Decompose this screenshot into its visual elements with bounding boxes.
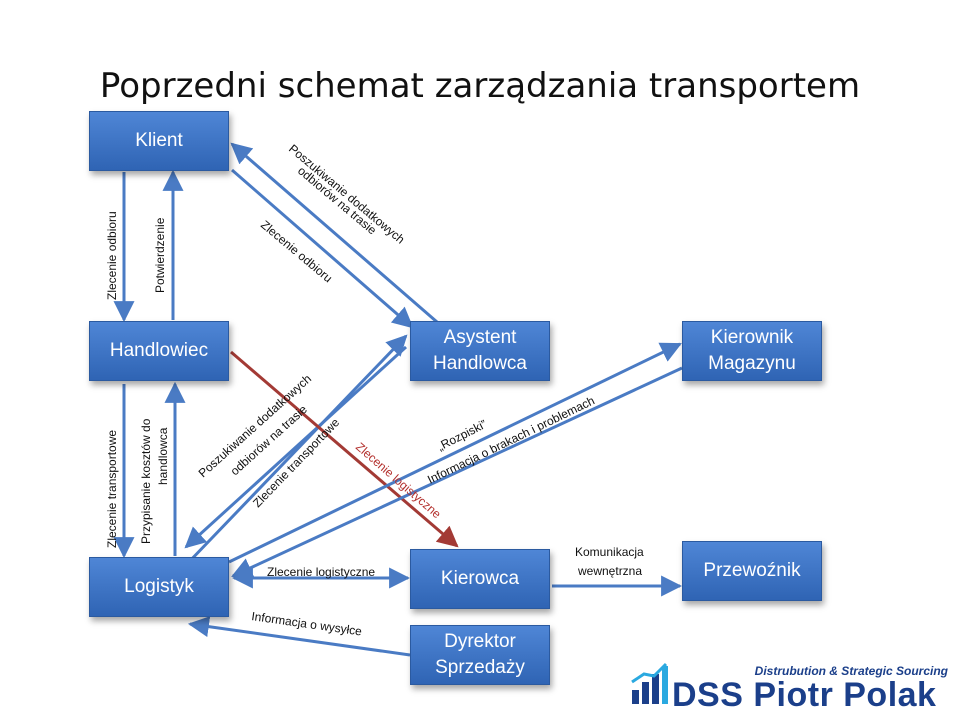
arrow-poszukiwanie-top: [230, 142, 438, 324]
label-komunikacja-1: Komunikacja: [575, 545, 644, 559]
label-komunikacja-2: wewnętrzna: [577, 564, 642, 578]
node-asystent: Asystent Handlowca: [410, 321, 550, 381]
node-logistyk-label: Logistyk: [124, 576, 194, 598]
node-klient-label: Klient: [135, 130, 183, 152]
node-dyrektor: Dyrektor Sprzedaży: [410, 625, 550, 685]
label-poszukiwanie-top-1: Poszukiwanie dodatkowych: [286, 142, 407, 247]
arrow-informacja-braki: [231, 366, 683, 578]
arrow-zlecenie-logistyczne-red: [230, 350, 459, 548]
node-klient: Klient: [89, 111, 229, 171]
arrow-zlecenie-transportowe-diag: [184, 334, 408, 567]
node-kierowca: Kierowca: [410, 549, 550, 609]
node-handlowiec: Handlowiec: [89, 321, 229, 381]
label-przypisanie-1: Przypisanie kosztów do: [139, 418, 153, 544]
arrow-informacja-wysylka: [187, 616, 411, 657]
node-handlowiec-label: Handlowiec: [109, 340, 209, 362]
label-zlecenie-transportowe-diag: Zlecenie transportowe: [250, 415, 342, 510]
label-zlecenie-transportowe-left: Zlecenie transportowe: [105, 430, 119, 548]
arrow-poszukiwanie-mid: [184, 345, 408, 549]
logo-tagline: Distrubution & Strategic Sourcing: [754, 664, 948, 678]
label-zlecenie-logistyczne: Zlecenie logistyczne: [267, 565, 375, 579]
node-kierownik: Kierownik Magazynu: [682, 321, 822, 381]
node-przewoznik-label: Przewoźnik: [703, 560, 801, 582]
dss-logo-icon: [631, 662, 668, 704]
node-kierowca-label: Kierowca: [440, 568, 520, 590]
node-logistyk: Logistyk: [89, 557, 229, 617]
logo-name: DSS Piotr Polak: [672, 676, 937, 714]
page-title: Poprzedni schemat zarządzania transporte…: [99, 66, 861, 106]
arrow-zlecenie-odbioru-diag: [231, 168, 414, 329]
label-potwierdzenie: Potwierdzenie: [153, 217, 167, 293]
node-asystent-label: Asystent Handlowca: [433, 327, 527, 374]
node-przewoznik: Przewoźnik: [682, 541, 822, 601]
node-dyrektor-label: Dyrektor Sprzedaży: [435, 631, 525, 678]
label-przypisanie-2: handlowca: [156, 427, 170, 485]
node-kierownik-label: Kierownik Magazynu: [708, 327, 796, 374]
label-zlecenie-odbioru-left: Zlecenie odbioru: [105, 211, 119, 300]
arrow-rozpiski: [228, 342, 682, 564]
